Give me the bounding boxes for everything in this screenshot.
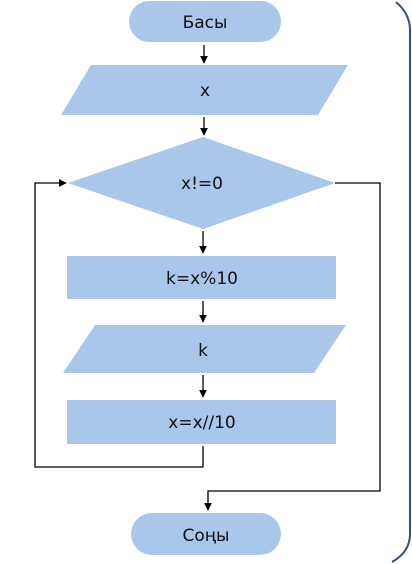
input-label: x [200,81,210,101]
exit-connector [204,182,381,511]
process-div-label: x=x//10 [168,413,235,433]
end-label: Соңы [183,526,230,546]
end-terminator [131,513,281,555]
start-terminator [129,1,281,42]
condition-label: x!=0 [181,174,223,194]
process-div [67,400,336,444]
start-label: Басы [183,13,228,33]
condition-diamond [68,137,335,229]
process-mod-label: k=x%10 [166,269,238,289]
output-parallelogram [63,325,346,373]
output-label: k [198,341,208,361]
process-mod [67,256,336,299]
input-parallelogram [61,65,348,115]
page-border [391,1,411,563]
loop-back-connector [34,179,204,468]
